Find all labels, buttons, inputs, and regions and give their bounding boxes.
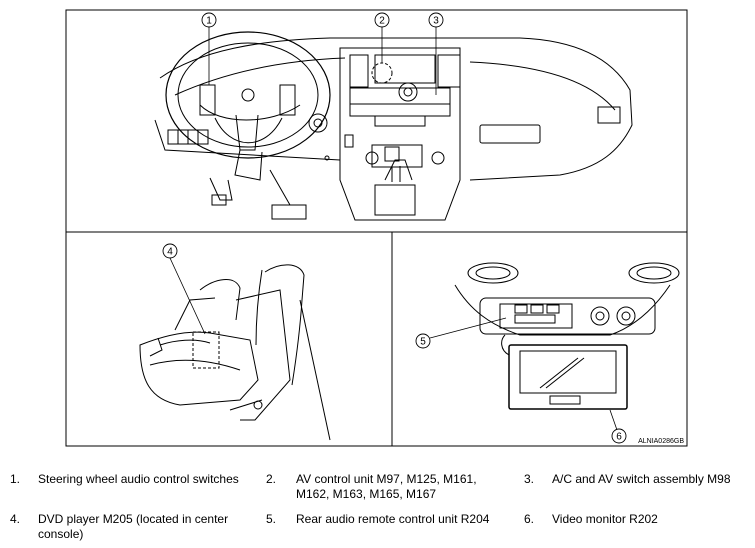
svg-text:4: 4 bbox=[167, 247, 173, 258]
callout-5: 5 bbox=[415, 333, 431, 349]
legend-number: 1. bbox=[10, 472, 21, 486]
legend-text: DVD player M205 (located in center conso… bbox=[38, 512, 229, 541]
legend-text: A/C and AV switch assembly M98 bbox=[552, 472, 731, 486]
svg-text:1: 1 bbox=[206, 16, 212, 27]
callout-1: 1 bbox=[201, 12, 217, 28]
callout-4: 4 bbox=[162, 243, 178, 259]
legend-number: 3. bbox=[524, 472, 535, 486]
console-illustration bbox=[139, 264, 331, 441]
dashboard-illustration bbox=[154, 31, 633, 221]
callout-2: 2 bbox=[374, 12, 390, 28]
svg-text:2: 2 bbox=[379, 16, 385, 27]
legend-text: Steering wheel audio control switches bbox=[38, 472, 239, 486]
figure-code: ALNIA0286GB bbox=[638, 438, 684, 445]
svg-text:5: 5 bbox=[420, 337, 426, 348]
legend-text: Rear audio remote control unit R204 bbox=[296, 512, 490, 526]
legend-number: 6. bbox=[524, 512, 535, 526]
legend-number: 4. bbox=[10, 512, 21, 526]
legend-number: 2. bbox=[266, 472, 277, 486]
callout-3: 3 bbox=[428, 12, 444, 28]
legend-number: 5. bbox=[266, 512, 277, 526]
panel-rear-frame bbox=[391, 231, 688, 447]
wiring-location-figure: 1 2 3 4 5 6 ALNIA0286GB bbox=[65, 9, 688, 447]
legend: 1. Steering wheel audio control switches… bbox=[0, 468, 755, 548]
legend-text: AV control unit M97, M125, M161, M162, M… bbox=[296, 472, 477, 501]
svg-text:3: 3 bbox=[433, 16, 439, 27]
svg-text:6: 6 bbox=[616, 432, 622, 443]
leader-lines bbox=[169, 27, 618, 431]
legend-text: Video monitor R202 bbox=[552, 512, 658, 526]
callout-6: 6 bbox=[611, 428, 627, 444]
rear-overhead-illustration bbox=[454, 262, 680, 410]
panel-console-frame bbox=[65, 231, 393, 447]
panel-dashboard-frame bbox=[65, 9, 688, 233]
